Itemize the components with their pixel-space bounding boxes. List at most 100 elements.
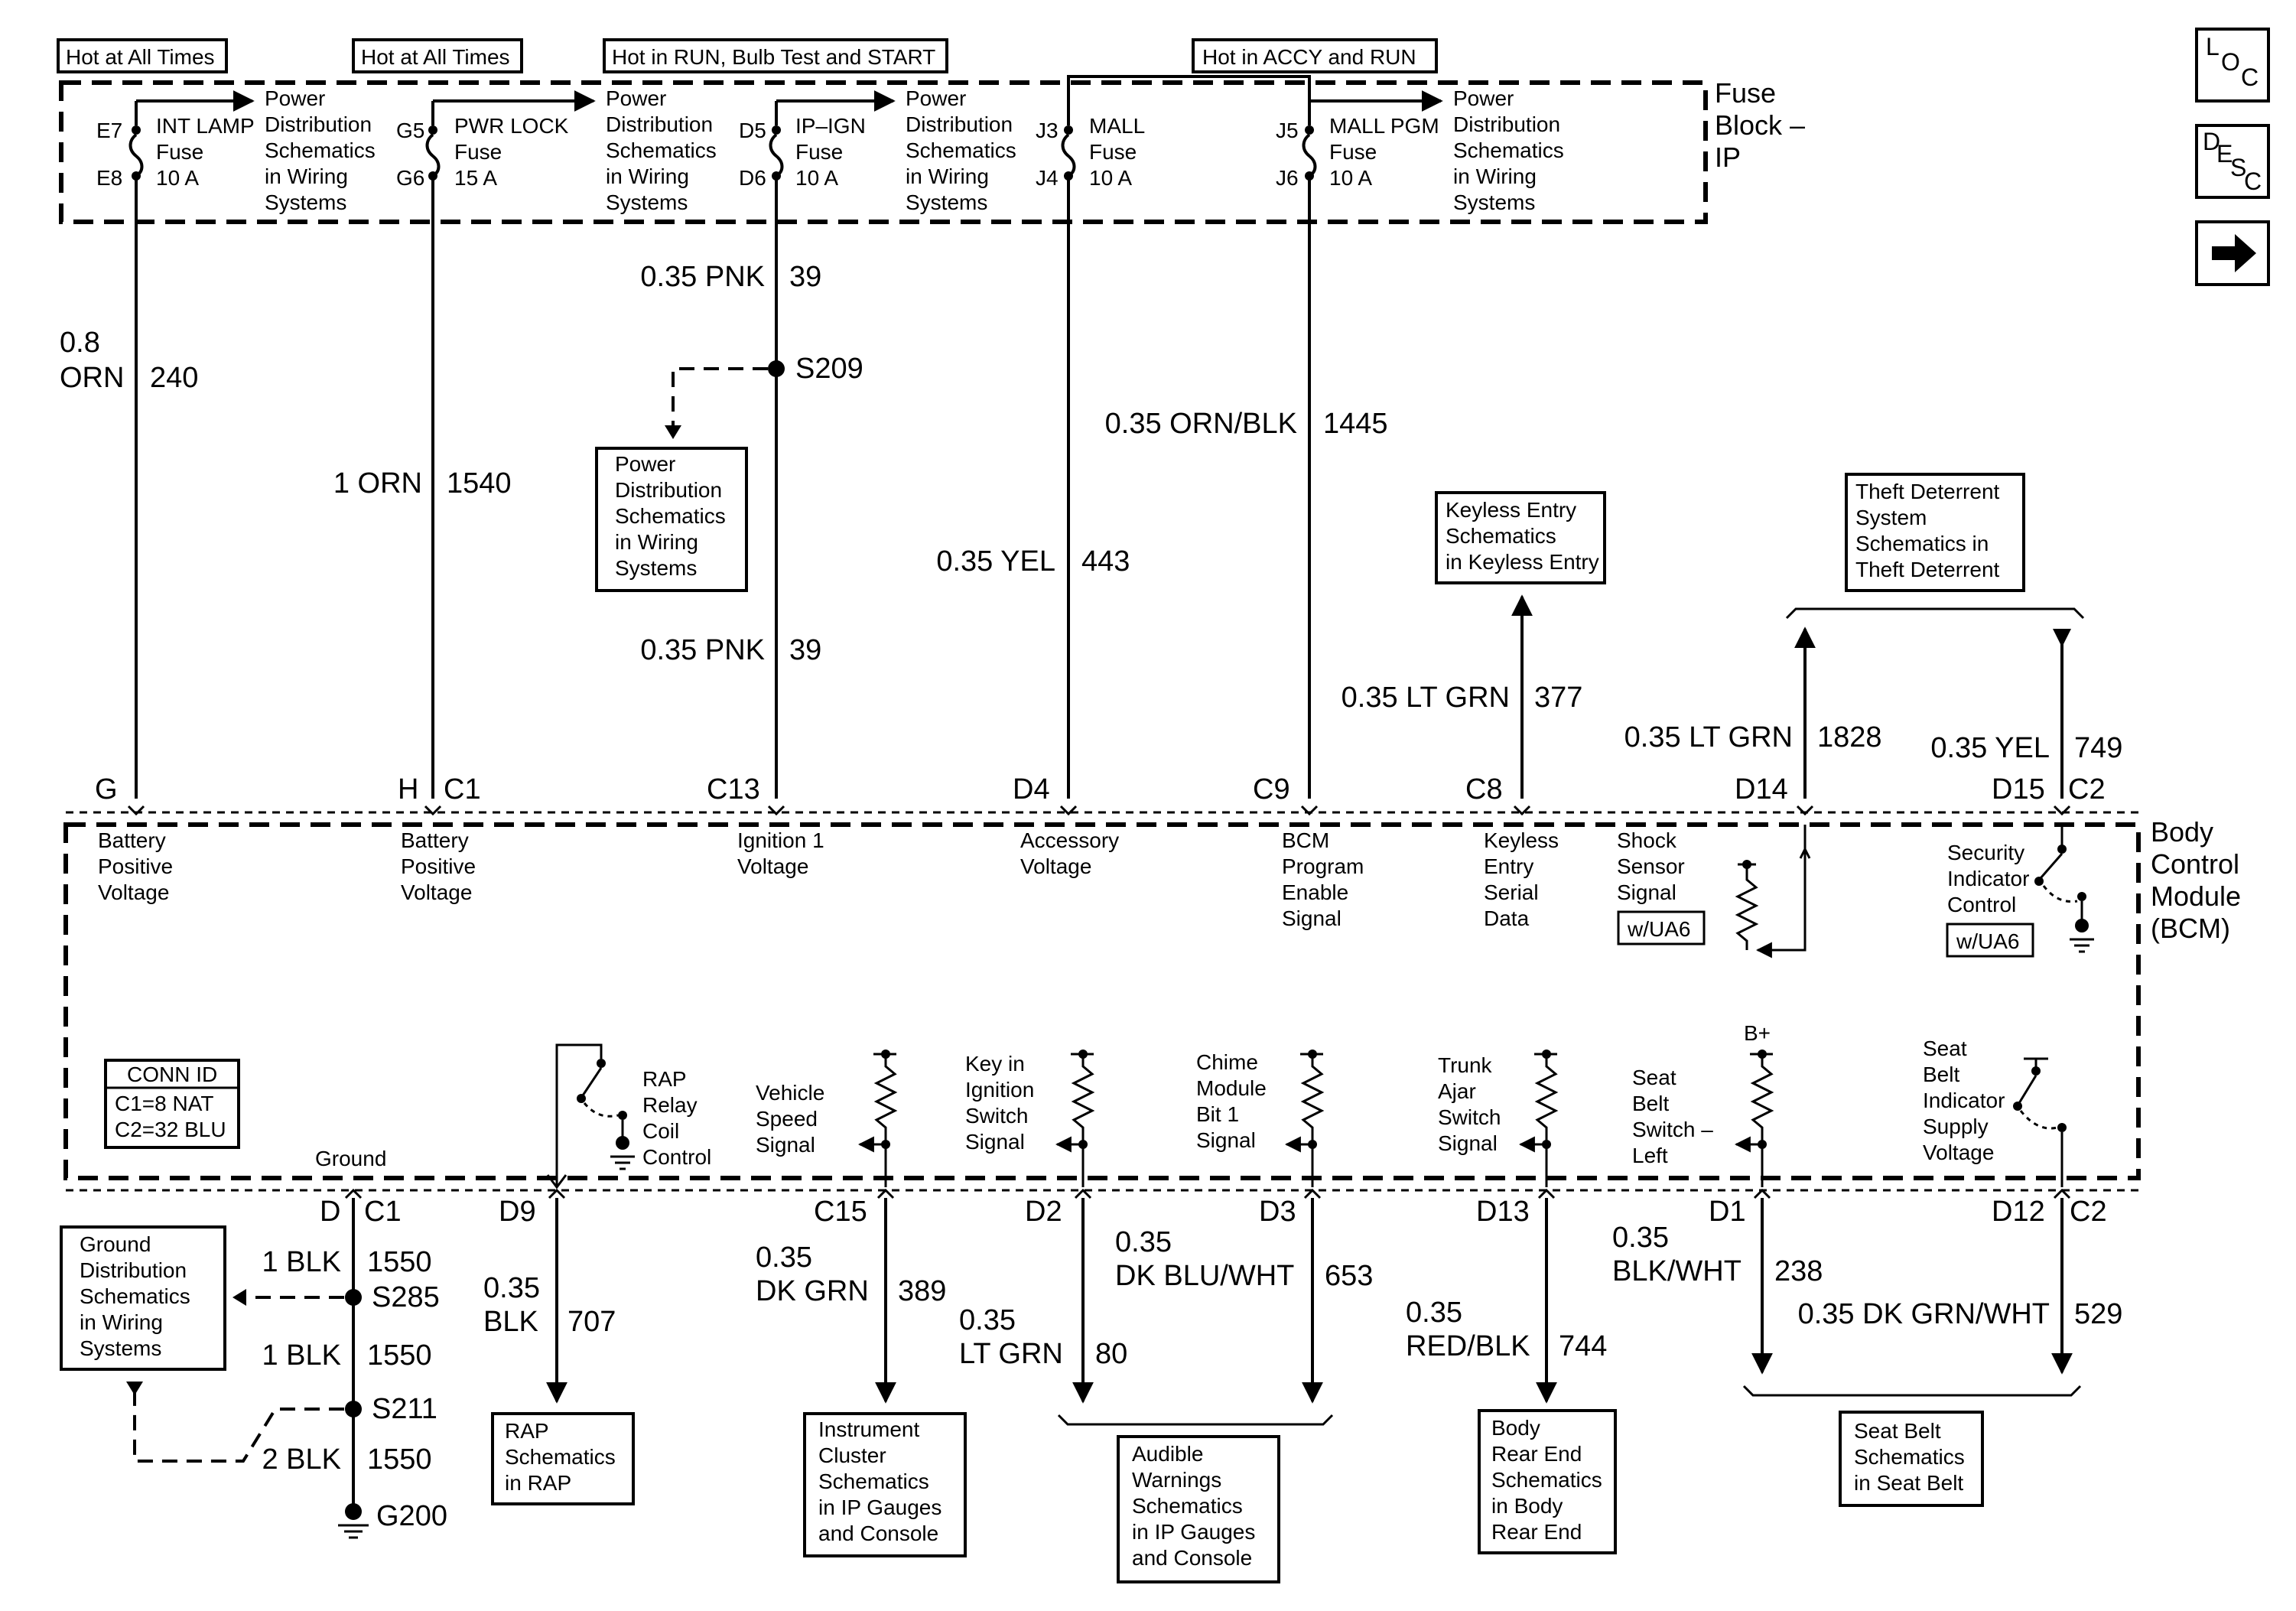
svg-text:B+: B+ [1744,1021,1771,1045]
svg-text:Schematics: Schematics [615,504,726,528]
splice-s211: S211 [126,1382,437,1463]
ref-seat-belt[interactable]: Seat Belt Schematics in Seat Belt [1839,1411,1984,1507]
svg-text:0.35: 0.35 [959,1304,1016,1336]
svg-text:D4: D4 [1013,773,1050,806]
ref-body-rear-end[interactable]: Body Rear End Schematics in Body Rear En… [1478,1409,1617,1554]
svg-text:377: 377 [1534,682,1582,714]
svg-text:D12: D12 [1992,1196,2045,1228]
svg-text:Fuse: Fuse [1089,140,1137,164]
svg-text:Left: Left [1632,1144,1668,1167]
svg-text:in Wiring: in Wiring [606,164,689,188]
wire-label-749: 0.35 YEL 749 [1930,732,2122,764]
bcm-label-trunk: Trunk Ajar Switch Signal [1438,1053,1501,1155]
ref-instrument-cluster[interactable]: Instrument Cluster Schematics in IP Gaug… [803,1412,967,1557]
svg-text:Coil: Coil [642,1119,679,1143]
svg-text:Cluster: Cluster [818,1443,886,1467]
svg-text:Rear End: Rear End [1491,1520,1582,1544]
bcm-label-c9: BCM Program Enable Signal [1282,828,1364,930]
svg-text:0.35 DK GRN/WHT: 0.35 DK GRN/WHT [1798,1298,2050,1330]
svg-text:0.35 YEL: 0.35 YEL [1930,732,2050,764]
svg-text:RAP: RAP [505,1419,549,1443]
brace-seat-belt [1742,1385,2082,1397]
svg-text:Audible: Audible [1132,1442,1203,1466]
svg-text:Fuse: Fuse [454,140,502,164]
svg-text:Switch –: Switch – [1632,1118,1713,1141]
svg-text:DK BLU/WHT: DK BLU/WHT [1115,1260,1294,1292]
wire-label-1550-c: 2 BLK 1550 [262,1443,431,1476]
conn-id-box: CONN ID C1=8 NAT C2=32 BLU [104,1059,240,1149]
svg-text:Voltage: Voltage [1923,1141,1994,1164]
svg-text:0.35 LT GRN: 0.35 LT GRN [1624,721,1793,753]
svg-text:C: C [2244,168,2262,195]
svg-text:0.35 PNK: 0.35 PNK [640,634,765,666]
svg-text:0.35 PNK: 0.35 PNK [640,261,765,293]
bcm-label-key: Key in Ignition Switch Signal [965,1052,1034,1154]
fuse-ip-ign: D5 D6 IP–IGN Fuse 10 A [739,101,866,190]
next-button[interactable] [2195,220,2270,286]
svg-text:Enable: Enable [1282,880,1348,904]
svg-text:D6: D6 [739,166,766,190]
svg-text:0.35 LT GRN: 0.35 LT GRN [1342,682,1510,714]
wire-label-1828: 0.35 LT GRN 1828 [1624,721,1882,753]
ground-g200-icon: G200 [338,1500,447,1539]
svg-text:D: D [320,1196,340,1228]
svg-text:S: S [2230,154,2246,181]
svg-text:Switch: Switch [1438,1105,1501,1129]
svg-text:Hot in ACCY and RUN: Hot in ACCY and RUN [1202,45,1416,69]
svg-text:Keyless Entry: Keyless Entry [1446,498,1576,522]
svg-text:Security: Security [1947,841,2024,864]
svg-text:Systems: Systems [265,190,346,214]
ref-audible-warnings[interactable]: Audible Warnings Schematics in IP Gauges… [1117,1435,1280,1583]
svg-text:Body: Body [2151,816,2213,848]
svg-text:Distribution: Distribution [606,112,713,136]
svg-text:Accessory: Accessory [1020,828,1119,852]
desc-button[interactable]: D E S C [2195,124,2270,199]
ref-ground-distribution[interactable]: Ground Distribution Schematics in Wiring… [60,1225,226,1371]
ref-keyless-entry[interactable]: Keyless Entry Schematics in Keyless Entr… [1435,491,1606,584]
svg-text:Battery: Battery [401,828,469,852]
svg-text:0.8: 0.8 [60,327,100,359]
svg-text:Supply: Supply [1923,1115,1989,1138]
bcm-label-seatbelt-indicator: Seat Belt Indicator Supply Voltage [1923,1037,2005,1164]
svg-text:Signal: Signal [1196,1128,1256,1152]
svg-text:1 ORN: 1 ORN [333,467,422,500]
ref-rap[interactable]: RAP Schematics in RAP [491,1412,635,1505]
svg-text:0.35: 0.35 [483,1272,540,1304]
svg-text:Voltage: Voltage [737,854,808,878]
svg-text:w/UA6: w/UA6 [1627,917,1690,941]
svg-text:Rear End: Rear End [1491,1442,1582,1466]
svg-text:J3: J3 [1036,119,1059,142]
svg-text:in Wiring: in Wiring [265,164,348,188]
svg-text:2 BLK: 2 BLK [262,1443,341,1476]
svg-text:Schematics: Schematics [1132,1494,1243,1518]
svg-text:Positive: Positive [401,854,476,878]
svg-text:Ignition: Ignition [965,1078,1034,1102]
svg-text:Signal: Signal [1438,1131,1498,1155]
ref-power-dist-s209[interactable]: Power Distribution Schematics in Wiring … [595,447,748,592]
svg-text:L: L [2206,33,2220,60]
svg-text:Seat Belt: Seat Belt [1854,1419,1941,1443]
resistor-key-icon [1055,1050,1095,1187]
svg-text:39: 39 [789,261,821,293]
bcm-label-g: Battery Positive Voltage [98,828,173,904]
svg-text:Voltage: Voltage [1020,854,1091,878]
svg-text:Control: Control [642,1145,711,1169]
svg-text:Module: Module [1196,1076,1267,1100]
svg-text:Ajar: Ajar [1438,1079,1476,1103]
resistor-vss-icon [857,1050,898,1187]
loc-button[interactable]: L O C [2195,28,2270,103]
svg-text:Schematics: Schematics [1491,1468,1602,1492]
svg-text:0.35: 0.35 [1406,1297,1462,1329]
svg-text:BLK: BLK [483,1306,538,1338]
ref-theft-deterrent[interactable]: Theft Deterrent System Schematics in The… [1845,473,2025,592]
svg-text:in Keyless Entry: in Keyless Entry [1446,550,1599,574]
svg-text:Systems: Systems [606,190,688,214]
bcm-label-chime: Chime Module Bit 1 Signal [1196,1050,1267,1152]
svg-text:Schematics: Schematics [1453,138,1564,162]
svg-text:Key in: Key in [965,1052,1025,1076]
svg-text:389: 389 [898,1275,946,1307]
svg-text:w/UA6: w/UA6 [1956,929,2019,953]
wire-label-39-upper: 0.35 PNK 39 [640,261,821,293]
svg-text:Schematics: Schematics [818,1469,929,1493]
fuse-block-outline [59,80,1708,224]
